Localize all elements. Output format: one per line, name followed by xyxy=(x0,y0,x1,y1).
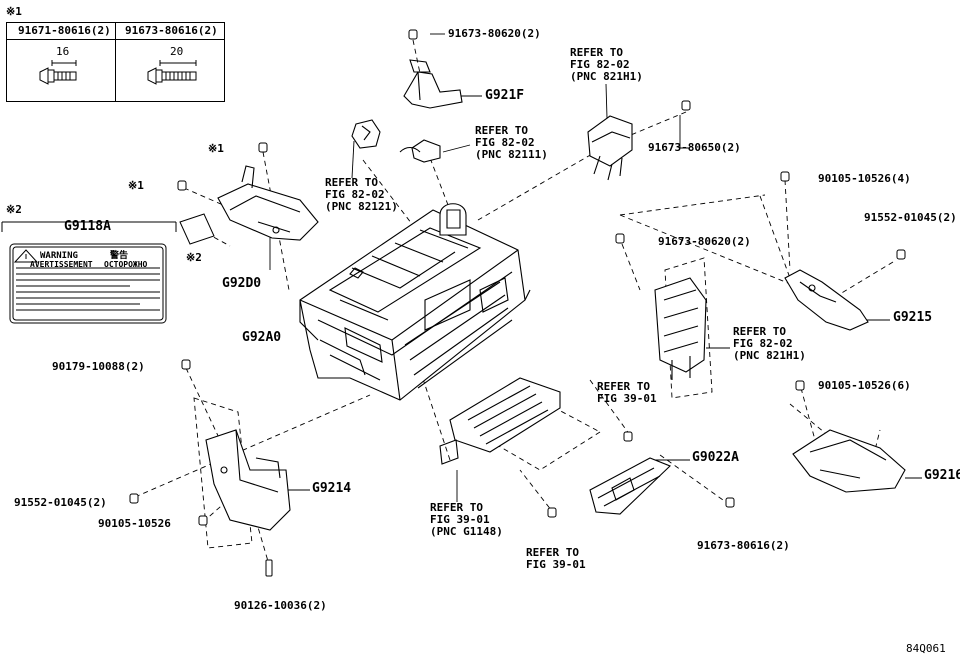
refer-note-392-line2: FIG 39-01 xyxy=(526,558,586,571)
refer-note-left-line1: REFER TO xyxy=(325,176,378,189)
refer-note-top-line3: (PNC 821H1) xyxy=(570,70,643,83)
bolts xyxy=(129,29,906,577)
refer-note-mid-line1: REFER TO xyxy=(475,124,528,137)
callout-bolt-10526-4: 90105-10526(4) xyxy=(818,172,911,185)
callout-bracket-g921f: G921F xyxy=(485,88,525,103)
callout-bolt-80616: 91673-80616(2) xyxy=(697,539,790,552)
warning-text: WARNING xyxy=(40,251,78,261)
bolt-length-col1: 16 xyxy=(56,45,70,58)
warning-label-graphic xyxy=(9,243,167,324)
callout-bolt-80620-right: 91673-80620(2) xyxy=(658,235,751,248)
callout-top-bolt: 91673-80620(2) xyxy=(448,27,541,40)
callout-stud-10036: 90126-10036(2) xyxy=(234,599,327,612)
bolt-length-col2: 20 xyxy=(170,45,184,58)
refer-note-g1148-line2: FIG 39-01 xyxy=(430,513,490,526)
bracket-g9214 xyxy=(205,429,291,531)
refer-note-left-line3: (PNC 82121) xyxy=(325,200,398,213)
callout-bracket-g9214: G9214 xyxy=(312,481,352,496)
refer-note-mid-line3: (PNC 82111) xyxy=(475,148,548,161)
solid-leaders xyxy=(269,33,922,502)
callout-bracket-g9215: G9215 xyxy=(893,310,933,325)
cover-g92d0 xyxy=(217,165,319,241)
refer-note-392-line1: REFER TO xyxy=(526,546,579,559)
refer-note-g1148-line1: REFER TO xyxy=(430,501,483,514)
label-sticker xyxy=(179,213,215,245)
figure-code: 84Q061 xyxy=(906,642,946,655)
refer-note-391-line2: FIG 39-01 xyxy=(597,392,657,405)
callout-bolt-01045-left: 91552-01045(2) xyxy=(14,496,107,509)
callout-mark2-small: ※2 xyxy=(186,251,202,264)
refer-note-top-line2: FIG 82-02 xyxy=(570,58,630,71)
refer-note-right-line3: (PNC 821H1) xyxy=(733,349,806,362)
refer-note-391-line1: REFER TO xyxy=(597,380,650,393)
ecu-g9022a xyxy=(589,457,671,515)
connector-plate xyxy=(654,277,707,380)
callout-cover-g92d0: G92D0 xyxy=(222,276,262,291)
table-header-col2: 91673-80616(2) xyxy=(125,24,218,37)
callout-bolt-01045-right: 91552-01045(2) xyxy=(864,211,957,224)
refer-note-top-line1: REFER TO xyxy=(570,46,623,59)
g9118a-bracket-line xyxy=(1,221,177,232)
bracket-g921f xyxy=(403,59,463,109)
warning-label-part-number: G9118A xyxy=(64,219,111,234)
sensor-left xyxy=(351,119,381,149)
callout-bolt-80650: 91673-80650(2) xyxy=(648,141,741,154)
callout-mark1-a: ※1 xyxy=(208,142,224,155)
footnote-mark-1: ※1 xyxy=(6,5,22,18)
russian-warning-text: ОСТОРОЖНО xyxy=(104,260,148,269)
callout-bolt-10088: 90179-10088(2) xyxy=(52,360,145,373)
connector-block xyxy=(439,377,561,465)
bracket-g9215 xyxy=(784,269,869,331)
avertissement-text: AVERTISSEMENT xyxy=(30,260,93,269)
bolt-spec-table xyxy=(6,22,225,102)
sensor-mid xyxy=(399,139,441,163)
inverter-assembly xyxy=(299,203,531,401)
refer-note-right-line2: FIG 82-02 xyxy=(733,337,793,350)
callout-bolt-10526-left: 90105-10526 xyxy=(98,517,171,530)
refer-note-g1148-line3: (PNC G1148) xyxy=(430,525,503,538)
cjk-warning-text: 警告 xyxy=(110,251,129,261)
sensor-top-right xyxy=(587,115,633,181)
callout-ecu-g9022a: G9022A xyxy=(692,450,739,465)
footnote-mark-2: ※2 xyxy=(6,203,22,216)
table-header-col1: 91671-80616(2) xyxy=(18,24,111,37)
refer-note-left-line2: FIG 82-02 xyxy=(325,188,385,201)
refer-note-mid-line2: FIG 82-02 xyxy=(475,136,535,149)
callout-bracket-g9216: G9216 xyxy=(924,468,960,483)
callout-mark1-b: ※1 xyxy=(128,179,144,192)
refer-note-right-line1: REFER TO xyxy=(733,325,786,338)
bolt-icons xyxy=(39,60,197,85)
bracket-g9216 xyxy=(792,429,906,493)
callout-bolt-10526-6: 90105-10526(6) xyxy=(818,379,911,392)
callout-inverter-g92a0: G92A0 xyxy=(242,330,282,345)
